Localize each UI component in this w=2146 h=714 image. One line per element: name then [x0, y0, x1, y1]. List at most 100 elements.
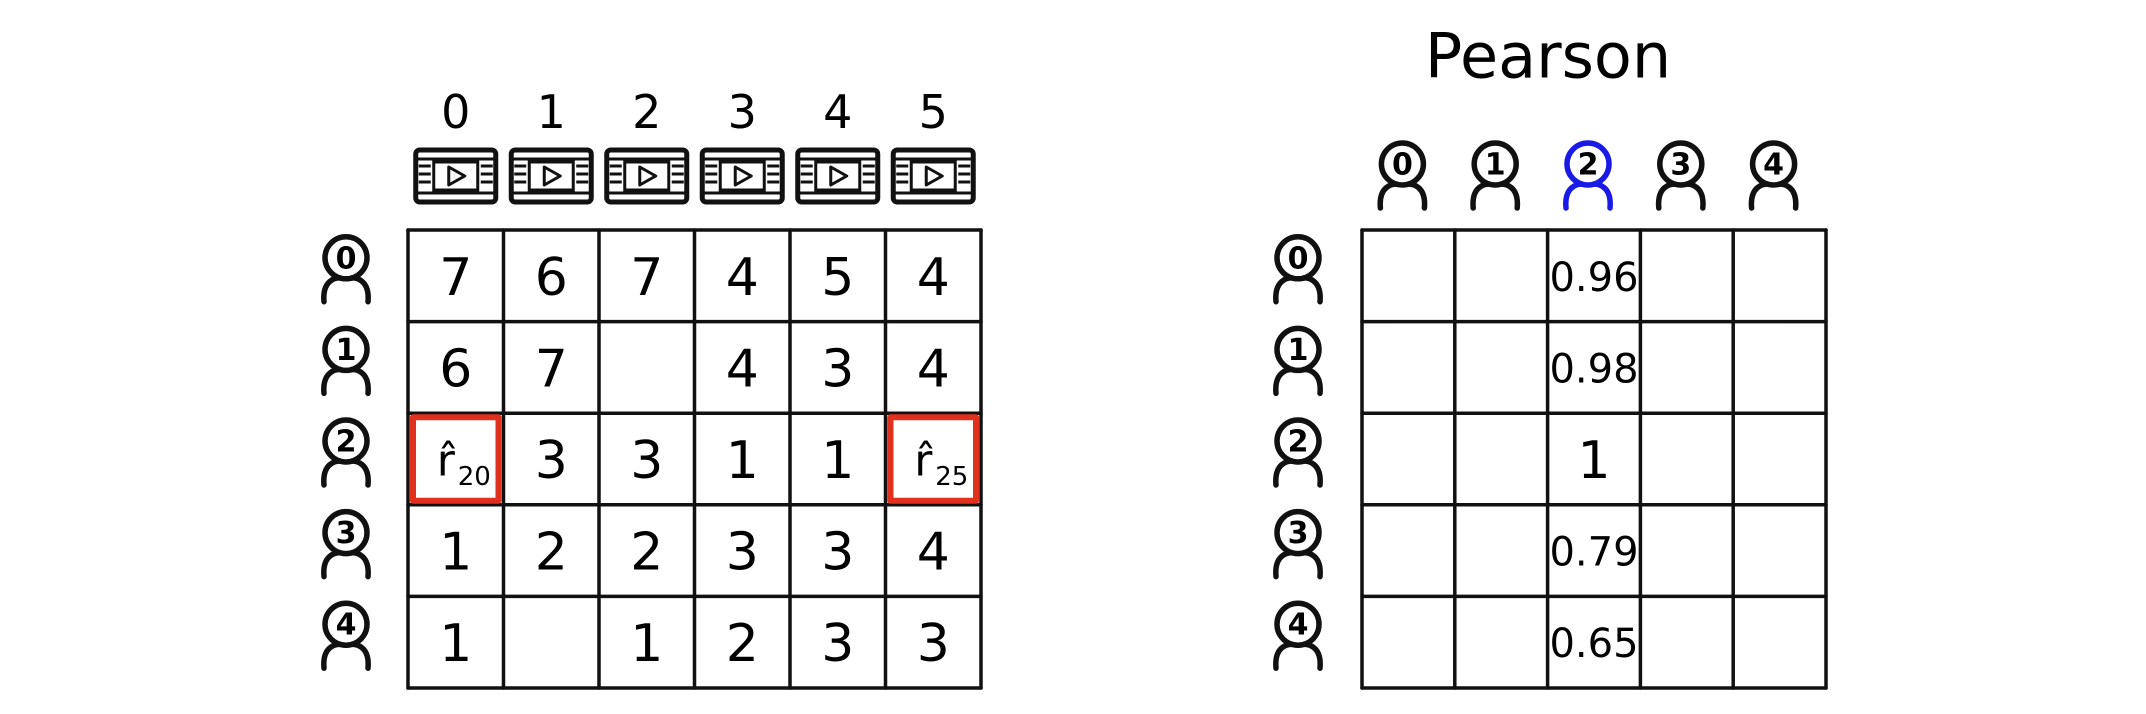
user-number-label: 2 [1578, 148, 1599, 183]
user-shoulders-icon [321, 641, 371, 671]
film-strip-play-icon [413, 147, 499, 205]
highlighted-user-avatar-icon: 2 [1563, 140, 1613, 211]
rating-cell: 6 [535, 248, 568, 308]
user-number-label: 3 [1670, 148, 1691, 183]
movie-index-label: 5 [919, 85, 948, 139]
user-head-icon [1657, 140, 1705, 188]
rating-cell: 4 [917, 523, 950, 583]
user-shoulders-icon [1273, 458, 1323, 488]
user-shoulders-icon [321, 458, 371, 488]
user-shoulders-icon [321, 549, 371, 580]
user-number-label: 0 [1392, 148, 1413, 183]
rating-cell: 3 [821, 339, 854, 399]
pearson-similarity-value: 0.96 [1549, 255, 1638, 301]
predicted-rating-box: r̂25 [887, 414, 979, 504]
user-head-icon [1471, 140, 1519, 188]
rating-cell: 3 [821, 614, 854, 674]
user-avatar-icon: 2 [1273, 417, 1323, 488]
user-avatar-icon: 4 [321, 600, 371, 671]
user-avatar-icon: 1 [1273, 325, 1323, 397]
user-avatar-icon: 1 [321, 325, 371, 397]
pearson-similarity-value: 0.98 [1549, 346, 1638, 392]
rating-cell: 7 [535, 339, 568, 399]
user-shoulders-icon [1273, 366, 1323, 397]
user-avatar-icon: 3 [1655, 140, 1706, 211]
movie-index-label: 3 [728, 85, 757, 139]
predicted-rating-symbol: r̂ [437, 436, 456, 487]
rating-cell: 1 [439, 523, 472, 583]
user-number-label: 2 [336, 425, 357, 460]
rating-cell: 3 [535, 431, 568, 491]
rating-cell: 6 [439, 339, 472, 399]
user-number-label: 2 [1288, 425, 1309, 460]
user-shoulders-icon [1655, 181, 1706, 211]
user-head-icon [1274, 234, 1322, 282]
rating-cell: 4 [917, 248, 950, 308]
user-avatar-icon: 2 [321, 417, 371, 488]
user-head-icon [322, 417, 370, 465]
predicted-rating-box: r̂20 [410, 414, 502, 504]
user-avatar-icon: 3 [321, 508, 371, 580]
rating-cell: 2 [726, 614, 759, 674]
user-number-label: 1 [1288, 333, 1309, 368]
rating-cell: 4 [917, 339, 950, 399]
rating-cell: 3 [917, 614, 950, 674]
user-number-label: 1 [1485, 148, 1506, 183]
rating-cell: 1 [630, 614, 663, 674]
rating-cell: 5 [821, 248, 854, 308]
movie-index-label: 4 [823, 85, 852, 139]
movie-index-label: 2 [632, 85, 661, 139]
user-shoulders-icon [1748, 181, 1799, 211]
rating-cell: 3 [821, 523, 854, 583]
user-avatar-icon: 4 [1273, 600, 1323, 671]
user-number-label: 4 [1288, 608, 1309, 643]
rating-cell: 2 [535, 523, 568, 583]
film-strip-play-icon [604, 147, 690, 205]
pearson-similarity-value: 0.65 [1549, 621, 1638, 667]
user-head-icon [1274, 508, 1322, 557]
user-avatar-icon: 0 [1377, 140, 1428, 211]
user-number-label: 4 [336, 608, 357, 643]
user-avatar-icon: 0 [321, 234, 371, 305]
user-head-icon [322, 234, 370, 282]
user-head-icon [322, 325, 370, 374]
rating-cell: 3 [630, 431, 663, 491]
user-shoulders-icon [1377, 181, 1428, 211]
user-head-icon [1274, 417, 1322, 465]
rating-cell: 1 [726, 431, 759, 491]
rating-cell: 4 [726, 248, 759, 308]
user-number-label: 0 [1288, 241, 1309, 276]
user-shoulders-icon [321, 366, 371, 397]
user-head-icon [1564, 140, 1612, 188]
rating-cell: 3 [726, 523, 759, 583]
user-shoulders-icon [1563, 181, 1613, 211]
pearson-title: Pearson [1425, 20, 1671, 93]
rating-cell: 4 [726, 339, 759, 399]
user-number-label: 3 [336, 516, 357, 551]
predicted-rating-symbol: r̂ [914, 436, 933, 487]
rating-cell: 7 [630, 248, 663, 308]
user-number-label: 3 [1288, 516, 1309, 551]
user-number-label: 4 [1763, 148, 1784, 183]
ratings-grid [406, 228, 983, 690]
user-avatar-icon: 0 [1273, 234, 1323, 305]
movie-index-label: 0 [441, 85, 470, 139]
user-avatar-icon: 3 [1273, 508, 1323, 580]
user-shoulders-icon [1273, 641, 1323, 671]
rating-cell: 7 [439, 248, 472, 308]
predicted-rating-subscript: 20 [458, 462, 491, 492]
user-head-icon [1274, 325, 1322, 374]
user-shoulders-icon [1273, 549, 1323, 580]
user-head-icon [1749, 140, 1798, 188]
pearson-grid [1360, 228, 1828, 690]
predicted-rating-subscript: 25 [935, 462, 968, 492]
film-strip-play-icon [699, 147, 785, 205]
film-strip-play-icon [508, 147, 594, 205]
user-head-icon [1378, 140, 1427, 188]
user-head-icon [322, 508, 370, 557]
user-avatar-icon: 4 [1748, 140, 1799, 211]
rating-cell: 1 [439, 614, 472, 674]
